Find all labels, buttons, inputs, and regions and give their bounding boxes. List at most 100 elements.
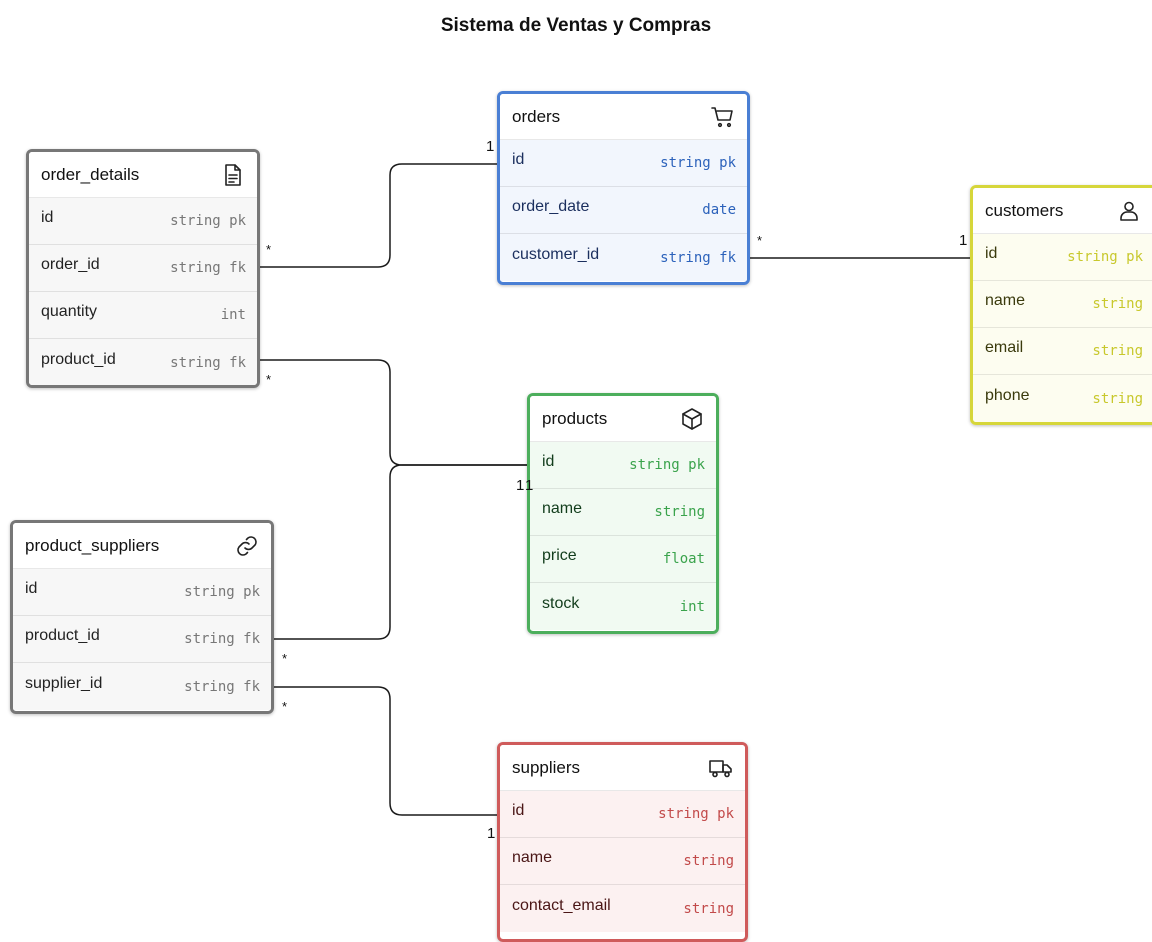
entity-name: customers <box>985 200 1064 220</box>
cardinality-one-label: 1 <box>487 825 496 842</box>
field-type: string fk <box>184 678 260 695</box>
field-type: string <box>1092 296 1143 312</box>
link-product-suppliers-products <box>271 464 535 640</box>
field-type: int <box>679 598 705 615</box>
field-name: stock <box>542 594 580 612</box>
entity-header: products <box>530 396 716 442</box>
cardinality-many-label: * <box>266 242 272 257</box>
field-row[interactable]: product_id string fk <box>29 339 257 385</box>
field-name: product_id <box>41 350 116 368</box>
cardinality-one-label: 1 <box>525 477 534 494</box>
field-row[interactable]: name string <box>530 489 716 536</box>
field-row[interactable]: name string <box>973 281 1152 328</box>
field-row[interactable]: name string <box>500 838 745 885</box>
field-type: string pk <box>184 584 260 600</box>
entity-header: orders <box>500 94 747 140</box>
entity-header: order_details <box>29 152 257 198</box>
document-icon <box>220 162 246 188</box>
field-row[interactable]: id string pk <box>973 234 1152 281</box>
entity-rows: id string pk order_date date customer_id… <box>500 140 747 281</box>
link-order-details-orders <box>257 163 504 268</box>
field-row[interactable]: stock int <box>530 583 716 630</box>
entity-suppliers[interactable]: suppliers id string pk name string conta… <box>497 742 748 942</box>
field-type: string <box>654 504 705 520</box>
field-type: string fk <box>170 260 246 276</box>
field-row[interactable]: id string pk <box>500 140 747 187</box>
field-row[interactable]: product_id string fk <box>13 616 271 663</box>
field-name: contact_email <box>512 896 611 914</box>
box-icon <box>679 406 705 432</box>
entity-header: customers <box>973 188 1152 234</box>
field-row[interactable]: id string pk <box>29 198 257 245</box>
link-icon <box>234 533 260 559</box>
field-type: string fk <box>184 631 260 647</box>
entity-orders[interactable]: orders id string pk order_date date cust… <box>497 91 750 285</box>
entity-name: product_suppliers <box>25 535 160 555</box>
cardinality-many-label: * <box>757 233 763 248</box>
field-name: name <box>512 849 553 866</box>
cardinality-one-label: 1 <box>516 477 525 494</box>
truck-icon <box>708 755 734 781</box>
entity-name: order_details <box>41 164 140 184</box>
entity-order-details[interactable]: order_details id string pk order_id stri… <box>26 149 260 388</box>
field-row[interactable]: contact_email string <box>500 885 745 932</box>
field-name: order_date <box>512 198 590 215</box>
field-name: phone <box>985 386 1030 404</box>
entity-rows: id string pk name string contact_email s… <box>500 791 745 932</box>
field-row[interactable]: customer_id string fk <box>500 234 747 281</box>
field-type: string pk <box>658 806 734 822</box>
diagram-title: Sistema de Ventas y Compras <box>440 15 712 36</box>
field-row[interactable]: id string pk <box>13 569 271 616</box>
field-type: string pk <box>660 155 736 171</box>
cardinality-many-label: * <box>266 372 272 387</box>
cardinality-many-label: * <box>282 699 288 714</box>
entity-header: product_suppliers <box>13 523 271 569</box>
link-order-details-products <box>257 359 535 466</box>
entity-product-suppliers[interactable]: product_suppliers id string pk product_i… <box>10 520 274 714</box>
entity-customers[interactable]: customers id string pk name string email… <box>970 185 1152 425</box>
field-name: id <box>512 151 525 168</box>
field-row[interactable]: order_id string fk <box>29 245 257 292</box>
field-name: id <box>542 453 555 470</box>
field-row[interactable]: quantity int <box>29 292 257 339</box>
entity-rows: id string pk name string price float sto… <box>530 442 716 630</box>
field-type: date <box>702 202 736 218</box>
entity-rows: id string pk order_id string fk quantity… <box>29 198 257 385</box>
field-row[interactable]: price float <box>530 536 716 583</box>
cardinality-many-label: * <box>282 651 288 666</box>
field-type: int <box>220 307 246 323</box>
field-row[interactable]: id string pk <box>530 442 716 489</box>
field-type: string pk <box>170 213 246 229</box>
field-name: id <box>985 245 998 262</box>
field-type: string pk <box>1067 249 1143 265</box>
field-row[interactable]: order_date date <box>500 187 747 234</box>
entity-rows: id string pk product_id string fk suppli… <box>13 569 271 710</box>
field-row[interactable]: phone string <box>973 375 1152 422</box>
cardinality-one-label: 1 <box>959 232 968 249</box>
field-row[interactable]: id string pk <box>500 791 745 838</box>
shopping-cart-icon <box>710 104 736 130</box>
field-name: quantity <box>41 303 98 320</box>
field-type: string <box>683 853 734 869</box>
field-row[interactable]: supplier_id string fk <box>13 663 271 710</box>
field-type: string pk <box>629 457 705 473</box>
field-type: string <box>683 900 734 917</box>
entity-name: orders <box>512 106 561 126</box>
field-name: order_id <box>41 256 100 273</box>
field-type: string fk <box>170 354 246 371</box>
link-product-suppliers-suppliers <box>271 686 505 816</box>
entity-name: products <box>542 408 608 428</box>
field-type: float <box>662 551 705 567</box>
field-name: email <box>985 339 1024 356</box>
field-row[interactable]: email string <box>973 328 1152 375</box>
entity-name: suppliers <box>512 757 581 777</box>
field-name: name <box>985 292 1026 309</box>
field-name: name <box>542 500 583 517</box>
field-name: supplier_id <box>25 674 103 692</box>
field-name: price <box>542 547 577 564</box>
user-icon <box>1116 198 1142 224</box>
field-type: string <box>1092 343 1143 359</box>
field-name: id <box>512 802 525 819</box>
field-type: string fk <box>660 249 736 266</box>
entity-products[interactable]: products id string pk name string price … <box>527 393 719 634</box>
